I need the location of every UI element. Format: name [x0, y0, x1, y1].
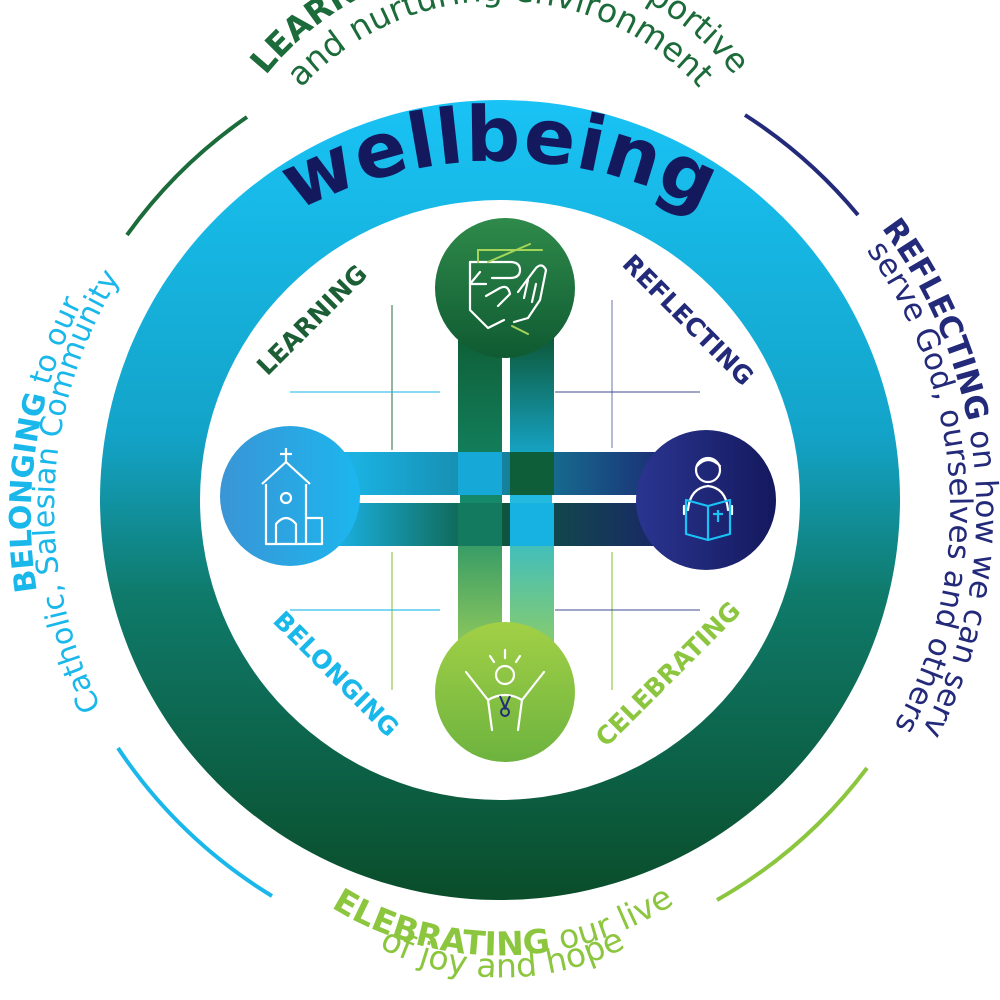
woven-cross — [330, 330, 680, 675]
svg-text:and nurturing environment: and nurturing environment — [279, 0, 722, 94]
outer-arc-reflecting — [743, 113, 860, 217]
church-icon — [220, 426, 360, 566]
guide-lines — [290, 300, 700, 690]
outer-arc-learning — [125, 115, 249, 237]
outer-arc-celebrating — [716, 766, 869, 902]
person-celebrating-icon — [435, 622, 575, 762]
outer-arc-belonging — [116, 746, 274, 898]
person-reading-bible-icon — [636, 430, 776, 570]
hands-together-icon — [435, 218, 575, 358]
statement-learning: LEARNING in a safe, supportive and nurtu… — [242, 0, 758, 94]
